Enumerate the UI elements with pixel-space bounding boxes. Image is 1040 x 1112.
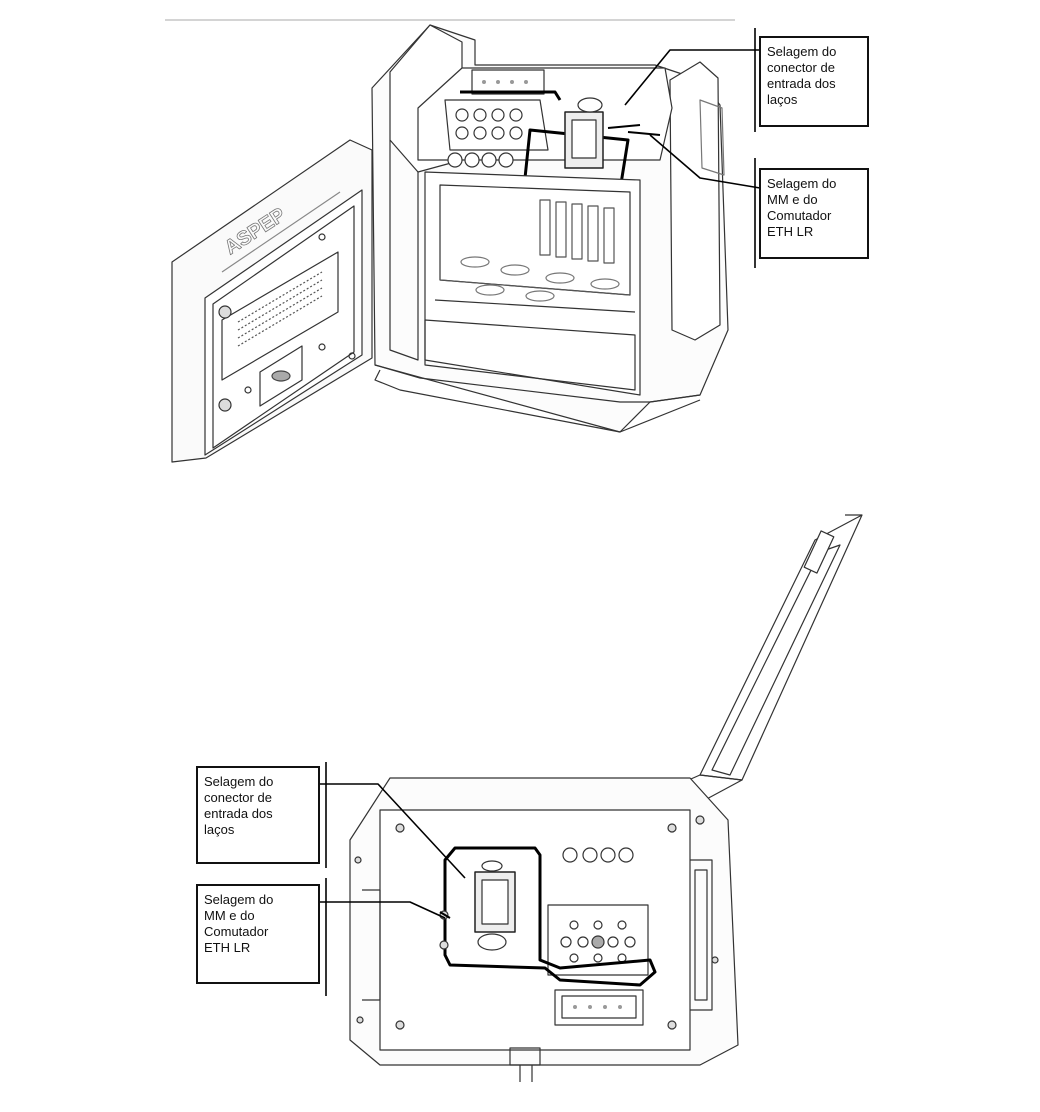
top-leader-lines xyxy=(624,28,761,268)
callout-loop-connector-seal-top: Selagem do conector de entrada dos laços xyxy=(759,36,869,127)
bottom-leader-lines xyxy=(318,762,466,996)
open-lid xyxy=(619,514,863,811)
callout-loop-connector-seal-bottom: Selagem do conector de entrada dos laços xyxy=(196,766,320,864)
top-cabinet-view: ASPEP xyxy=(165,19,761,463)
cabinet-body xyxy=(371,24,729,433)
callout-mm-switch-seal-top: Selagem do MM e do Comutador ETH LR xyxy=(759,168,869,259)
bottom-cabinet-view xyxy=(318,514,863,1082)
open-door: ASPEP xyxy=(171,139,373,463)
callout-mm-switch-seal-bottom: Selagem do MM e do Comutador ETH LR xyxy=(196,884,320,984)
